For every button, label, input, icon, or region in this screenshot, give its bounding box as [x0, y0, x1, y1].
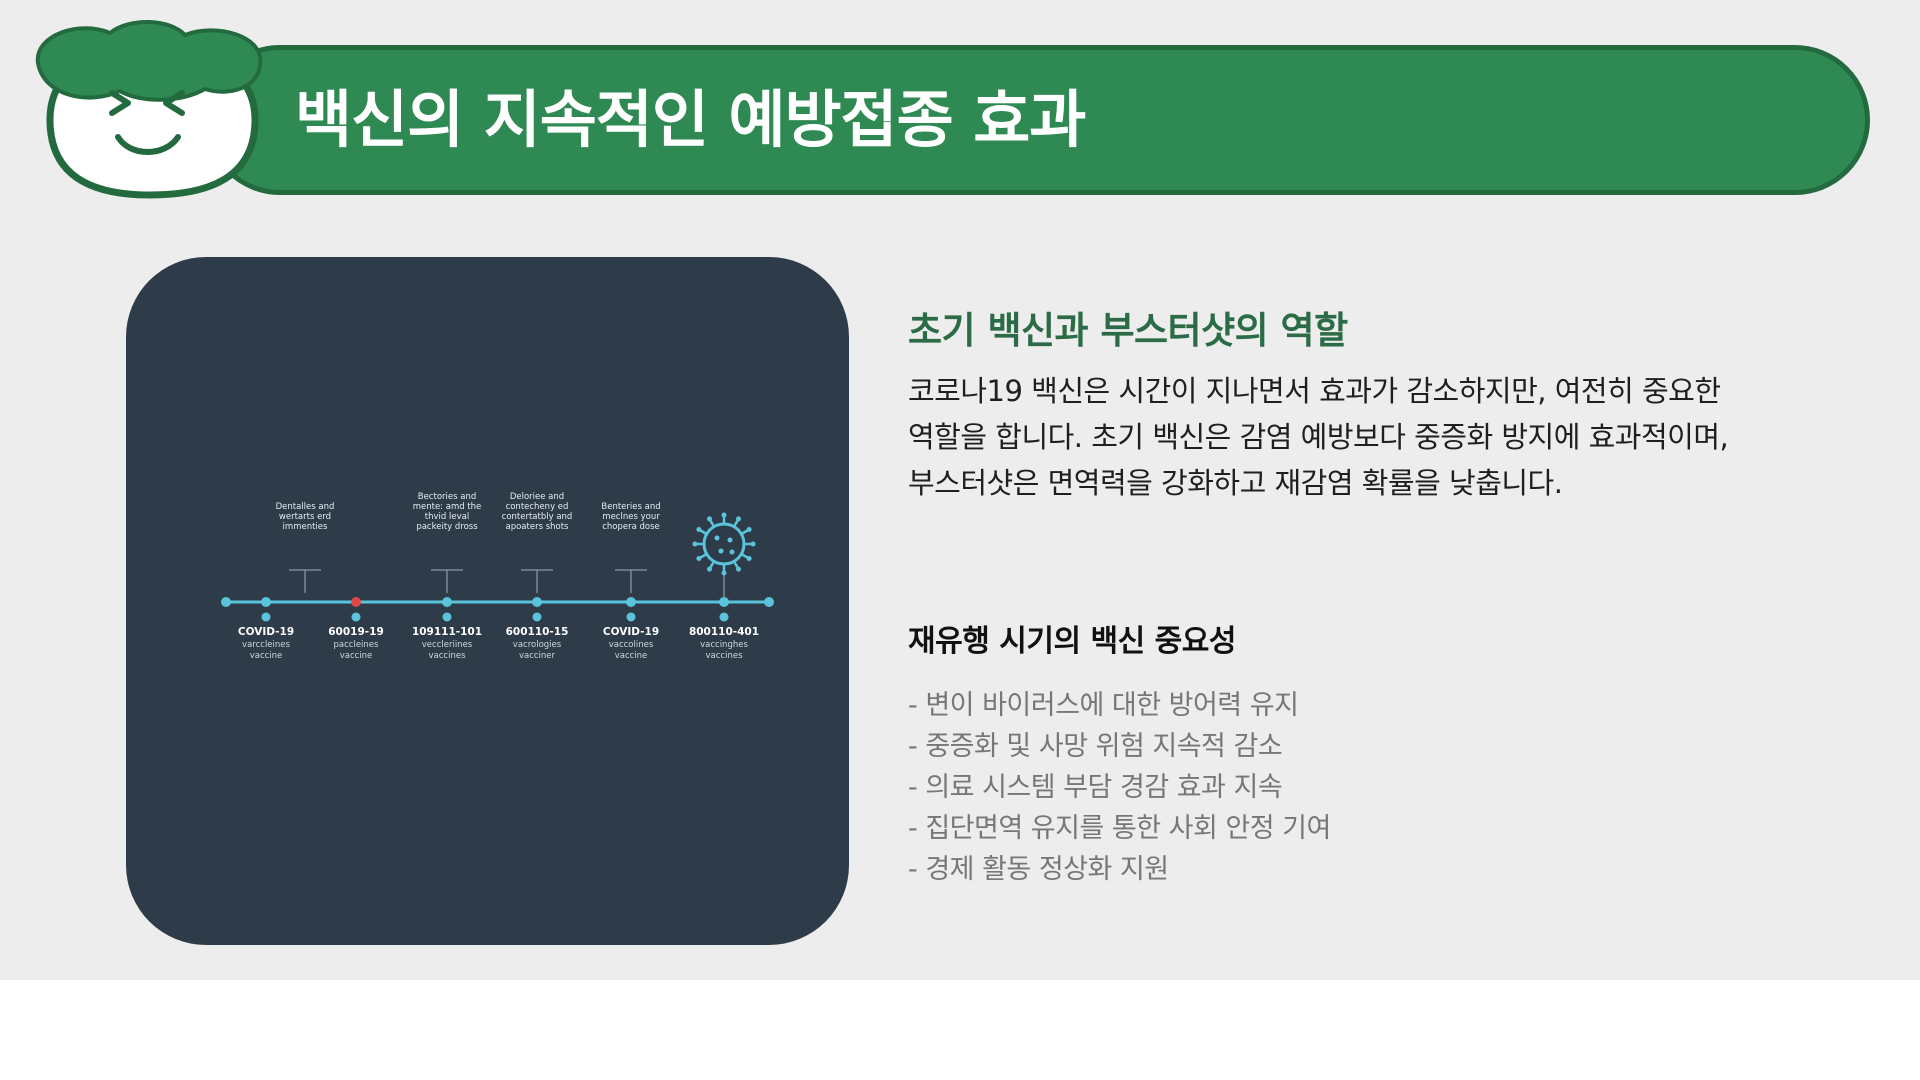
section1-heading: 초기 백신과 부스터샷의 역할 [908, 309, 1348, 352]
virus-spike-tip [736, 566, 741, 572]
virus-dot [727, 537, 733, 543]
virus-spike-tip [707, 516, 712, 522]
timeline-node-marker [261, 612, 271, 622]
timeline-node-marker [719, 612, 729, 622]
timeline-caption: thvid leval [425, 512, 469, 522]
timeline-caption: Dentalles and [276, 502, 335, 512]
virus-spike-tip [696, 556, 702, 561]
timeline-caption: contecheny ed [506, 502, 569, 512]
timeline-node-marker [442, 612, 452, 622]
timeline-node-marker [626, 612, 636, 622]
list-item: - 경제 활동 정상화 지원 [908, 854, 1169, 885]
timeline-node [532, 597, 542, 607]
timeline-label-text: varccleines [242, 640, 290, 650]
timeline-label-text: vaccolines [609, 640, 654, 650]
section1-line: 역할을 합니다. 초기 백신은 감염 예방보다 중증화 방지에 효과적이며, [908, 420, 1729, 454]
timeline-endpoint [221, 597, 231, 607]
virus-spike-tip [746, 527, 752, 532]
smiling-face-mascot-icon [35, 20, 263, 199]
virus-spike [699, 529, 708, 536]
section1-line: 부스터샷은 면역력을 강화하고 재감염 확률을 낮춥니다. [908, 466, 1563, 500]
virus-spike [699, 552, 708, 559]
timeline-label-text: vacciner [519, 651, 556, 661]
timeline-caption: contertatbly and [502, 512, 573, 522]
timeline-label-text: vaccines [429, 651, 467, 661]
timeline-caption: Bectories and [418, 492, 476, 502]
timeline-caption: mente: amd the [413, 502, 482, 512]
timeline-node [719, 597, 729, 607]
virus-spike [740, 529, 749, 536]
timeline-node-marker [532, 612, 542, 622]
section1-line: 코로나19 백신은 시간이 지나면서 효과가 감소하지만, 여전히 중요한 [908, 374, 1721, 408]
timeline-caption: immenties [283, 522, 328, 532]
timeline-label-text: vaccines [706, 651, 744, 661]
timeline-caption: packeity dross [416, 522, 478, 532]
list-item: - 의료 시스템 부담 경감 효과 지속 [908, 772, 1283, 803]
virus-spike [732, 560, 739, 569]
timeline-caption: apoaters shots [506, 522, 570, 532]
vaccine-timeline-infographic: COVID-19varccleinesvaccine60019-19paccle… [221, 492, 774, 661]
virus-spike-tip [746, 556, 752, 561]
virus-dot [714, 535, 720, 541]
timeline-node [351, 597, 361, 607]
virus-spike-tip [721, 570, 727, 576]
page-title: 백신의 지속적인 예방접종 효과 [295, 83, 1086, 156]
timeline-caption: chopera dose [602, 522, 660, 532]
section2-heading: 재유행 시기의 백신 중요성 [908, 624, 1236, 659]
virus-dot [718, 548, 724, 554]
virus-spike-tip [750, 541, 756, 547]
virus-icon [702, 522, 746, 566]
list-item: - 변이 바이러스에 대한 방어력 유지 [908, 690, 1299, 721]
virus-spike-tip [721, 512, 727, 518]
timeline-node [261, 597, 271, 607]
timeline-caption: Deloriee and [510, 492, 564, 502]
timeline-label-text: veccleriines [422, 640, 473, 650]
timeline-label-text: paccleines [334, 640, 380, 650]
timeline-label-text: vaccine [250, 651, 283, 661]
timeline-label-text: vaccinghes [700, 640, 748, 650]
timeline-label-code: COVID-19 [603, 626, 659, 638]
virus-spike [709, 519, 716, 528]
virus-spike-tip [692, 541, 698, 547]
list-item: - 집단면역 유지를 통한 사회 안정 기여 [908, 813, 1331, 844]
timeline-node [626, 597, 636, 607]
timeline-label-code: 60019-19 [328, 626, 384, 638]
virus-spike-tip [696, 527, 702, 532]
virus-spike-tip [736, 516, 741, 522]
timeline-caption: Benteries and [601, 502, 660, 512]
timeline-label-text: vaccine [340, 651, 373, 661]
title-banner [205, 45, 1870, 195]
timeline-label-code: 800110-401 [689, 626, 759, 638]
list-item: - 중증화 및 사망 위험 지속적 감소 [908, 731, 1283, 762]
timeline-label-text: vaccine [615, 651, 648, 661]
virus-spike [709, 560, 716, 569]
timeline-label-code: 109111-101 [412, 626, 482, 638]
timeline-endpoint [764, 597, 774, 607]
bullet-list: - 변이 바이러스에 대한 방어력 유지 - 중증화 및 사망 위험 지속적 감… [908, 685, 1331, 890]
timeline-node-marker [351, 612, 361, 622]
timeline-caption: wertarts erd [279, 512, 331, 522]
virus-spike-tip [707, 566, 712, 572]
timeline-label-code: COVID-19 [238, 626, 294, 638]
section1-body: 코로나19 백신은 시간이 지나면서 효과가 감소하지만, 여전히 중요한 역할… [908, 368, 1808, 506]
timeline-node [442, 597, 452, 607]
virus-dot [729, 549, 735, 555]
timeline-label-text: vacrologies [513, 640, 562, 650]
timeline-label-code: 600110-15 [506, 626, 569, 638]
timeline-caption: meclnes your [602, 512, 660, 522]
virus-spike [732, 519, 739, 528]
virus-spike [740, 552, 749, 559]
